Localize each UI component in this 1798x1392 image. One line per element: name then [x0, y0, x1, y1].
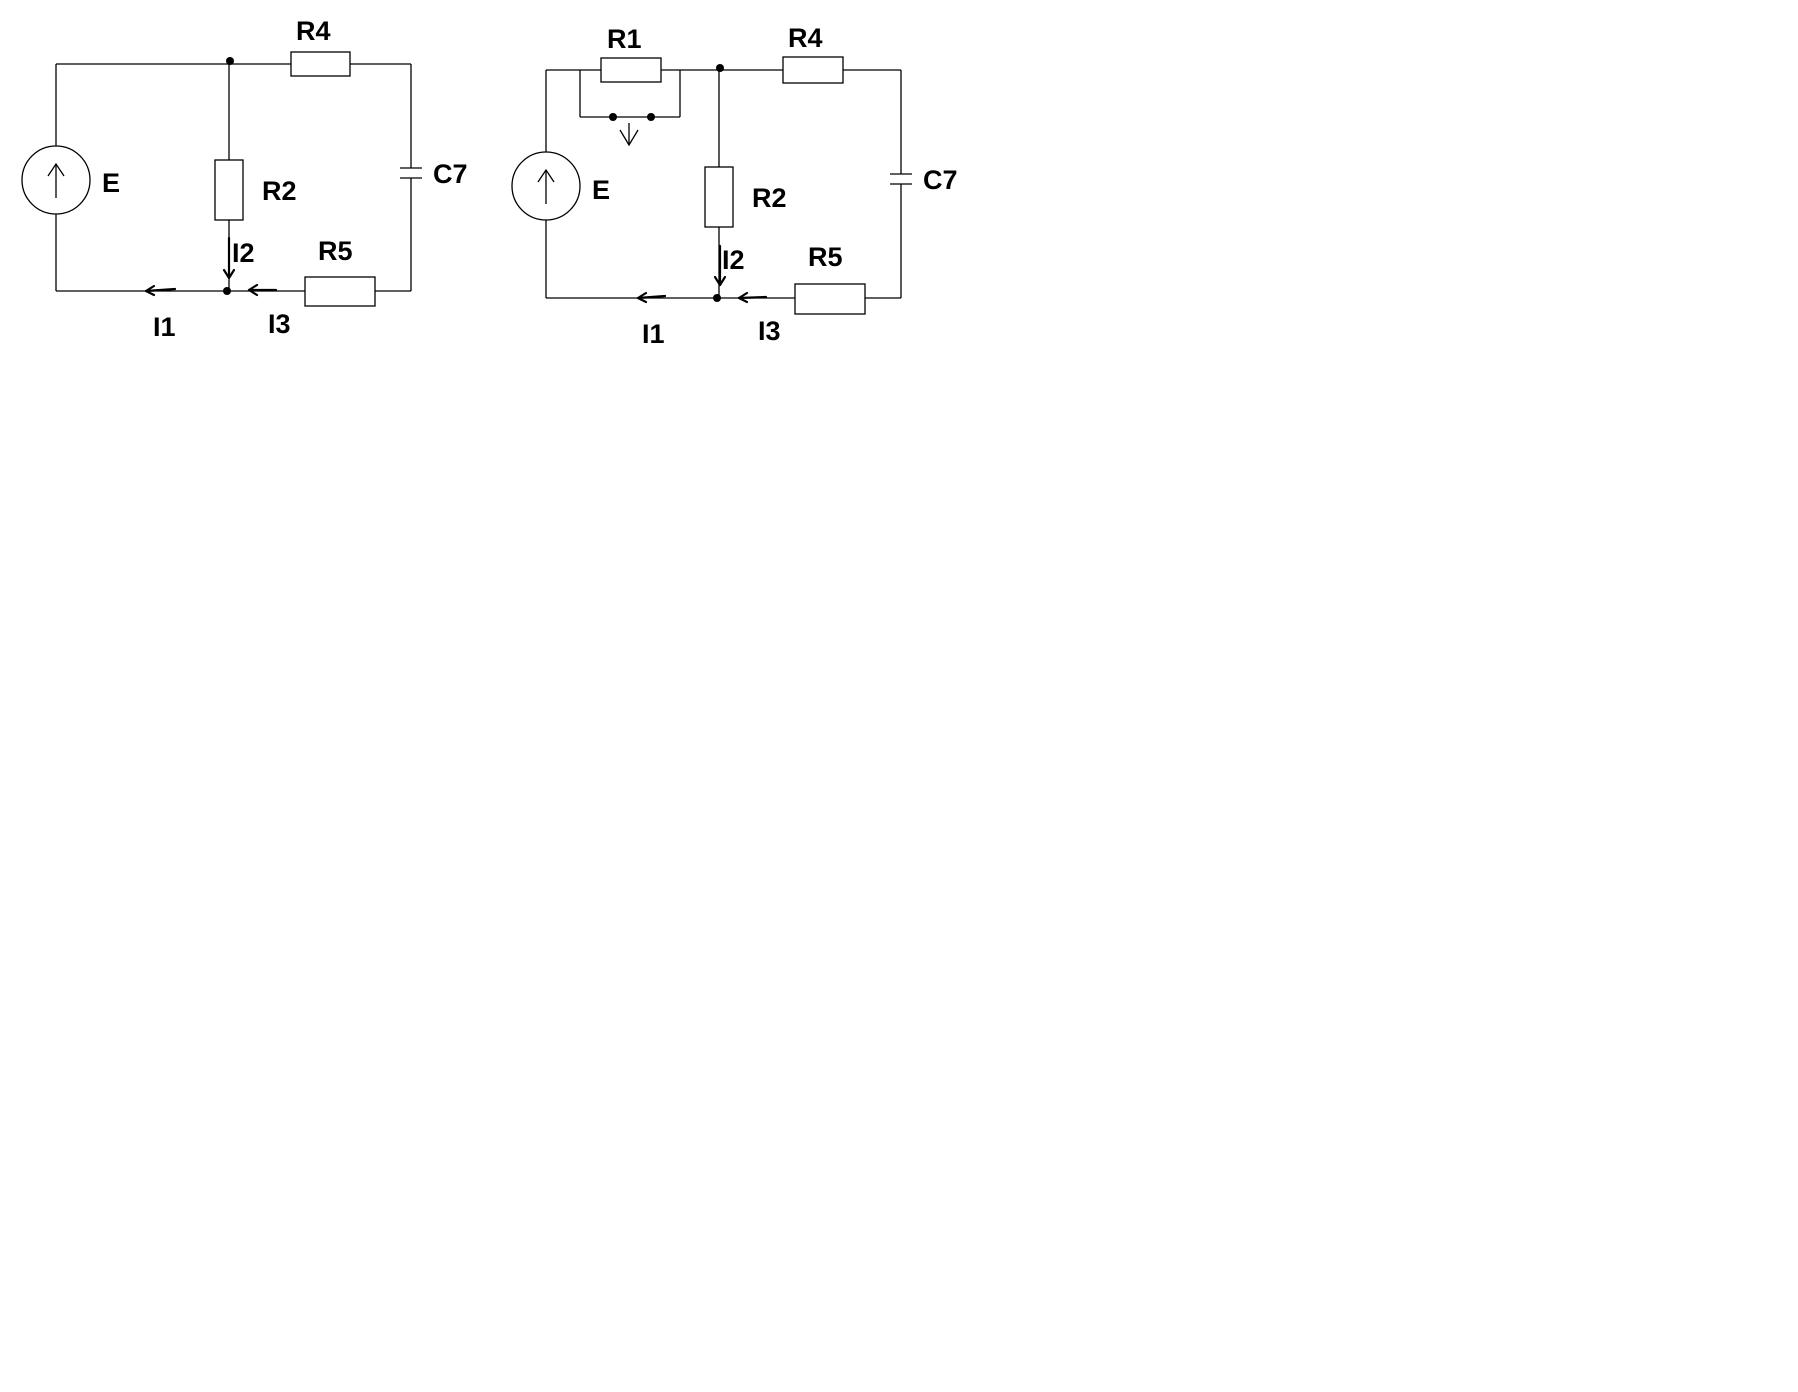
- circuit-a-current-arrow-i1: [144, 284, 177, 297]
- circuit-a-source-label: E: [102, 168, 120, 198]
- circuit-b-resistor-r5: [794, 283, 866, 315]
- circuit-a-i1-label: I1: [153, 312, 176, 342]
- circuit-b-c7-label: C7: [923, 165, 958, 195]
- circuit-b-r2-label: R2: [752, 183, 787, 213]
- circuit-a-current-arrow-i3: [247, 283, 278, 297]
- circuit-a-wires: [55, 63, 412, 292]
- circuit-b-resistor-r2: [704, 166, 734, 228]
- circuit-b-current-arrow-i2: [713, 244, 727, 287]
- circuit-b-capacitor-c7: [890, 173, 912, 185]
- circuit-b-resistor-r1: [600, 57, 662, 83]
- circuit-b-i3-label: I3: [758, 316, 781, 346]
- circuit-a-r4-label: R4: [296, 16, 331, 46]
- circuit-b-switch: [579, 70, 681, 147]
- circuit-a-r2-label: R2: [262, 176, 297, 206]
- circuit-a-i2-label: I2: [232, 238, 255, 268]
- circuit-b-r4-label: R4: [788, 23, 823, 53]
- circuit-a-resistor-r4: [290, 51, 351, 77]
- circuit-b-i2-label: I2: [722, 245, 745, 275]
- circuit-a-r5-label: R5: [318, 236, 353, 266]
- circuit-a-resistor-r5: [304, 276, 376, 307]
- circuit-b-voltage-source: [511, 151, 581, 221]
- circuit-b-i1-label: I1: [642, 319, 665, 349]
- circuit-a-voltage-source: [21, 145, 91, 215]
- circuit-b-resistor-r4: [782, 56, 844, 84]
- circuit-a-resistor-r2: [214, 159, 244, 221]
- circuit-a-capacitor-c7: [400, 167, 422, 179]
- circuit-b-junction-bottom: [713, 294, 721, 302]
- circuit-b-junction-top: [716, 64, 724, 72]
- circuit-b: R1 E R4 R2 R5: [511, 23, 958, 349]
- circuit-b-current-arrow-i1: [636, 291, 667, 304]
- circuit-b-r5-label: R5: [808, 242, 843, 272]
- circuit-a-c7-label: C7: [433, 159, 468, 189]
- circuit-a-junction-top: [226, 57, 234, 65]
- circuit-b-current-arrow-i3: [737, 291, 768, 304]
- circuit-a: E R4 R2 R5 C7 I1 I: [21, 16, 468, 342]
- circuit-b-source-label: E: [592, 175, 610, 205]
- circuit-a-junction-bottom: [223, 287, 231, 295]
- circuit-a-current-arrow-i2: [222, 236, 236, 280]
- circuit-a-i3-label: I3: [268, 309, 291, 339]
- circuit-b-r1-label: R1: [607, 24, 642, 54]
